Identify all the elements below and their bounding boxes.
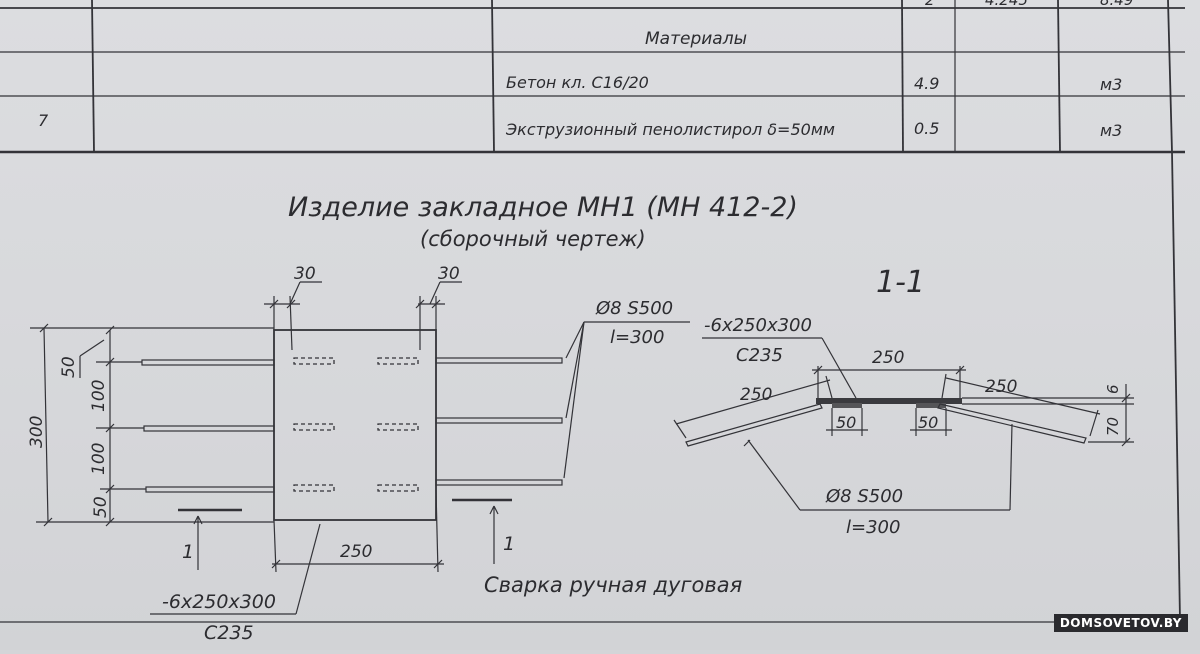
embed-plate xyxy=(273,329,437,521)
cut-mark-left: 1 xyxy=(182,541,194,563)
anchor-rods-left xyxy=(141,359,275,493)
dim-spacing-2: 100 xyxy=(89,443,109,475)
top-row-mass: 4.245 xyxy=(985,0,1028,9)
anchor-rods-right xyxy=(435,357,563,486)
section-dim-rise: 70 xyxy=(1104,417,1122,436)
section-view: -6x250x300 С235 250 250 250 xyxy=(673,315,1134,538)
plan-rod-spec: Ø8 S500 xyxy=(595,298,673,319)
watermark: DOMSOVETOV.BY xyxy=(1053,614,1188,632)
dim-top-30 xyxy=(264,281,462,351)
materials-header: Материалы xyxy=(645,29,747,49)
section-rod-length: l=300 xyxy=(846,517,900,538)
weld-left xyxy=(832,403,862,408)
section-dim-weld-right: 50 xyxy=(918,413,938,432)
section-plate-spec: -6x250x300 xyxy=(704,315,812,336)
section-plate-leader xyxy=(702,337,857,399)
section-plate-steel: С235 xyxy=(736,345,783,366)
section-dim-rods xyxy=(673,373,1101,439)
section-dim-rod-right: 250 xyxy=(985,377,1017,397)
spec-table: 2 4.245 8.49 Материалы Бетон кл. С16/20 … xyxy=(0,0,1185,154)
dim-spacing-1: 100 xyxy=(89,380,109,412)
section-dim-plate xyxy=(812,365,966,398)
welding-note: Сварка ручная дуговая xyxy=(484,573,742,597)
plan-rod-length: l=300 xyxy=(610,327,664,348)
drawing-subtitle: (сборочный чертеж) xyxy=(420,227,646,251)
section-dim-rod-left: 250 xyxy=(740,385,772,405)
section-dim-welds xyxy=(826,408,952,436)
plan-view: 30 30 300 50 100 100 50 xyxy=(27,264,742,644)
dim-edge-bottom: 50 xyxy=(91,496,111,518)
material-name-concrete: Бетон кл. С16/20 xyxy=(506,73,649,92)
section-dim-vertical xyxy=(962,384,1134,447)
material-unit-eps: м3 xyxy=(1100,121,1122,140)
section-dim-weld-left: 50 xyxy=(836,413,856,432)
hidden-welds xyxy=(293,357,419,492)
section-dim-thickness: 6 xyxy=(1104,384,1122,394)
dim-top-right: 30 xyxy=(438,264,460,284)
dim-top-left: 30 xyxy=(294,264,316,284)
section-plate xyxy=(816,398,962,404)
material-qty-eps: 0.5 xyxy=(914,119,939,138)
dim-plate-width-line xyxy=(271,489,444,573)
dim-left-chain xyxy=(30,323,274,527)
section-label: 1-1 xyxy=(876,265,925,300)
top-row-total: 8.49 xyxy=(1100,0,1133,9)
section-rod-spec: Ø8 S500 xyxy=(825,486,903,507)
dim-plate-width: 250 xyxy=(340,542,372,562)
plate-callout-leader xyxy=(150,523,321,615)
cut-marks xyxy=(178,498,512,570)
section-rod-leader xyxy=(743,423,1013,511)
top-row-qty: 2 xyxy=(925,0,935,9)
rod-callout-leader xyxy=(563,321,690,479)
weld-right xyxy=(916,403,946,408)
material-name-eps: Экструзионный пенолистирол δ=50мм xyxy=(505,120,835,139)
material-pos-eps: 7 xyxy=(38,111,49,130)
plan-plate-spec: -6x250x300 xyxy=(162,591,276,613)
drawing-title: Изделие закладное МН1 (МН 412-2) xyxy=(288,192,798,223)
dim-total-height: 300 xyxy=(27,416,47,448)
section-rod-left xyxy=(685,403,823,447)
frame-right-line xyxy=(1171,151,1181,621)
section-dim-plate-text: 250 xyxy=(872,348,904,368)
cut-mark-right: 1 xyxy=(503,533,515,555)
plan-plate-steel: С235 xyxy=(204,622,254,644)
section-rod-right xyxy=(937,403,1087,444)
dim-edge-top: 50 xyxy=(59,356,79,378)
material-unit-concrete: м3 xyxy=(1100,75,1122,94)
material-qty-concrete: 4.9 xyxy=(914,74,939,93)
